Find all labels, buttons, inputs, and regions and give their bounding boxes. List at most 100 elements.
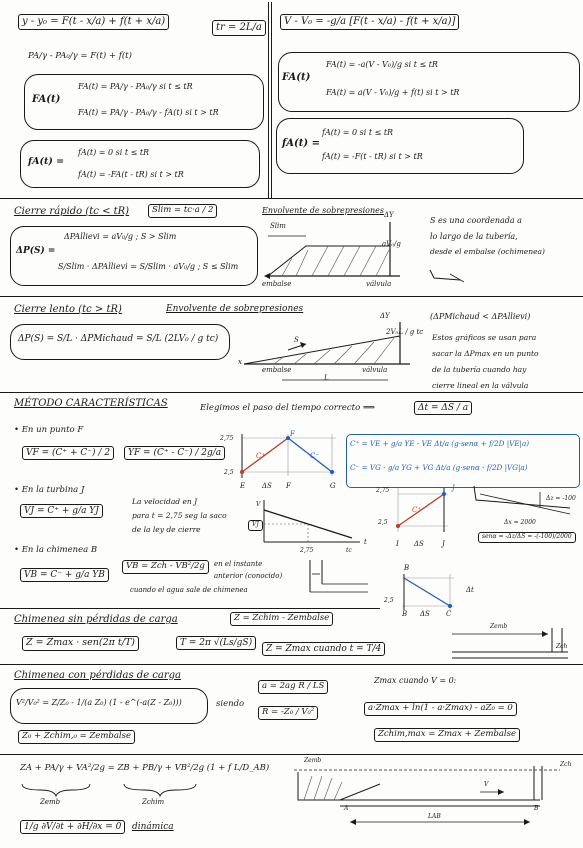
grid-label-ds: ΔS [262,482,272,490]
slow-embalse-label: embalse [262,366,292,374]
section-divider-1 [0,198,583,199]
note-s-line-2: lo largo de la tubería, [430,232,518,241]
slow-dy-label: ΔY [380,312,390,320]
chimney-loss-cloud [10,688,208,724]
timestep-text: Elegimos el paso del tiempo correcto ⟹ [200,403,376,413]
sketch-zch: Zch [560,761,572,768]
fa-line-2: FA(t) = PA/γ - PA₀/γ - fA(t) si t > tR [78,108,219,117]
turbine-grid-t275: 2,75 [376,487,390,494]
characteristic-grid [240,434,336,478]
zchim-max-formula: Zchim,max = Zmax + Zembalse [374,728,521,742]
chimney-label-ds: ΔS [420,610,430,618]
chimney-heading: • En la chimenea B [14,545,98,555]
turbine-label-cplus: C⁺ [412,506,422,514]
reservoir-chimney-sketch [294,766,560,825]
siendo-label: siendo [216,699,245,709]
fA2-line-2: fA(t) = -F(t - tR) si t > tR [322,152,423,161]
vel-note-2: para t = 2,75 seg la saco [132,511,227,520]
closure-tc: tc [346,547,352,554]
yb-note-3: cuando el agua sale de chimenea [130,586,248,594]
fA-line-2: fA(t) = -FA(t - tR) si t > tR [78,170,184,179]
fast-valvula-label: válvula [366,280,392,288]
chimney-label-dt: Δt [466,586,474,594]
zmax-condition: Zmax cuando V = 0: [374,676,457,685]
grid-label-f: F [286,482,291,490]
grid-t25: 2,5 [224,469,234,476]
bernoulli-eq: ZA + PA/γ + VA²/2g = ZB + PB/γ + VB²/2g … [20,763,270,773]
turbine-grid-t25: 2,5 [378,519,388,526]
vf-formula: VF = (C⁺ + C⁻) / 2 [22,446,115,461]
chimney-no-loss-title: Chimenea sin pérdidas de carga [14,614,178,625]
tr-formula: tr = 2L/a [212,20,266,36]
fa-line-1: FA(t) = PA/γ - PA₀/γ si t ≤ tR [78,82,193,91]
a-formula: a = 2ag R / LS [258,680,329,694]
fA-line-1: fA(t) = 0 si t ≤ tR [78,148,150,157]
dynamic-label: dinámica [132,822,174,832]
section-divider-5 [0,664,583,665]
period-formula: T = 2π √(Ls/gS) [176,636,257,651]
turbine-grid [396,488,448,532]
yb-note-1: en el instante [214,560,263,568]
fA2-line-1: fA(t) = 0 si t ≤ tR [322,128,394,137]
section-divider-4 [0,608,380,609]
grid-label-f-top: F [290,430,295,438]
sketch-b: B [534,805,539,812]
chimney-sketch [309,560,368,593]
dp-fast-line-2: S/Slim · ΔPAllievi = S/Slim · aV₀/g ; S … [58,262,239,271]
zmax-time-formula: Z = Zmax cuando t = T/4 [262,642,386,657]
note-s-line-1: S es una coordenada a [430,216,522,225]
eq-pressure: PA/γ - PA₀/γ = F(t) + f(t) [28,51,132,61]
vj-formula: VJ = C⁺ + g/a YJ [20,504,103,519]
z-definition: Z = Zchim - Zembalse [230,612,334,626]
dp-slow-cloud [10,324,230,360]
turbine-label-ds: ΔS [414,540,424,548]
closure-t-axis: t [364,538,367,546]
vel-note-3: de la ley de cierre [132,525,201,534]
av-label: aV₀/g [382,240,401,248]
dt-formula: Δt = ΔS / a [414,401,473,416]
grid-t275: 2,75 [220,435,234,442]
yb-note-2: anterior (conocido) [214,572,283,580]
turbine-label-i: I [396,540,399,548]
section-divider-2 [0,296,583,297]
zemb-label: Zemb [490,623,508,630]
cminus-formula: C⁻ = VG - g/a YG + VG Δt/a (g·senα - f/2… [350,463,528,472]
column-divider [268,2,269,198]
michaud-note: (ΔPMichaud < ΔPAllievi) [430,312,531,321]
chimney-no-loss-sketch [452,628,568,659]
slow-note-line-2: sacar la ΔPmax en un punto [432,349,539,358]
zemb-brace-label: Zemb [40,798,61,806]
yb-formula: VB = Zch - VB²/2g [122,560,209,574]
section-divider-3 [0,392,583,393]
fast-envelope-plot [264,222,400,279]
closure-v-axis: V [256,501,261,508]
chimney-grid-t25: 2,5 [384,597,394,604]
vb-formula: VB = C⁻ + g/a YB [20,568,109,583]
fa2-line-1: FA(t) = -a(V - V₀)/g si t ≤ tR [326,60,438,69]
r-formula: R = -Z₀ / V₀² [258,706,319,720]
slim-label: Slim [270,222,286,230]
yf-formula: YF = (C⁺ - C⁻) / 2g/a [124,446,226,461]
slow-note-line-3: de la tubería cuando hay [432,365,527,374]
zch-label: Zch [556,643,568,650]
slow-note-line-4: cierre lineal en la válvula [432,381,529,390]
tube-sketch [429,269,465,283]
slow-s-label: S [294,336,299,344]
fA-label: fA(t) = [28,156,65,167]
z0-formula: Z₀ + Zchim,₀ = Zembalse [18,730,136,744]
chimney-loss-title: Chimenea con pérdidas de carga [14,670,182,681]
chimney-label-b: B [402,610,408,618]
dp-fast-line-1: ΔPAllievi = aV₀/g ; S > Slim [64,232,177,241]
turbine-label-j: J [452,484,455,492]
eq-y-general: y - y₀ = F(t - x/a) + f(t + x/a) [18,14,170,30]
closure-law-plot [263,500,360,543]
slow-note-line-1: Estos gráficos se usan para [432,333,537,342]
point-f-heading: • En un punto F [14,425,84,435]
grid-label-e: E [240,482,246,490]
vel-note-1: La velocidad en J [132,497,198,506]
fast-embalse-label: embalse [262,280,292,288]
turbine-heading: • En la turbina J [14,485,85,495]
dp-fast-cloud [10,226,258,286]
sen-formula: senα = -Δz/ΔS = -(-100)/2000 [478,532,576,543]
